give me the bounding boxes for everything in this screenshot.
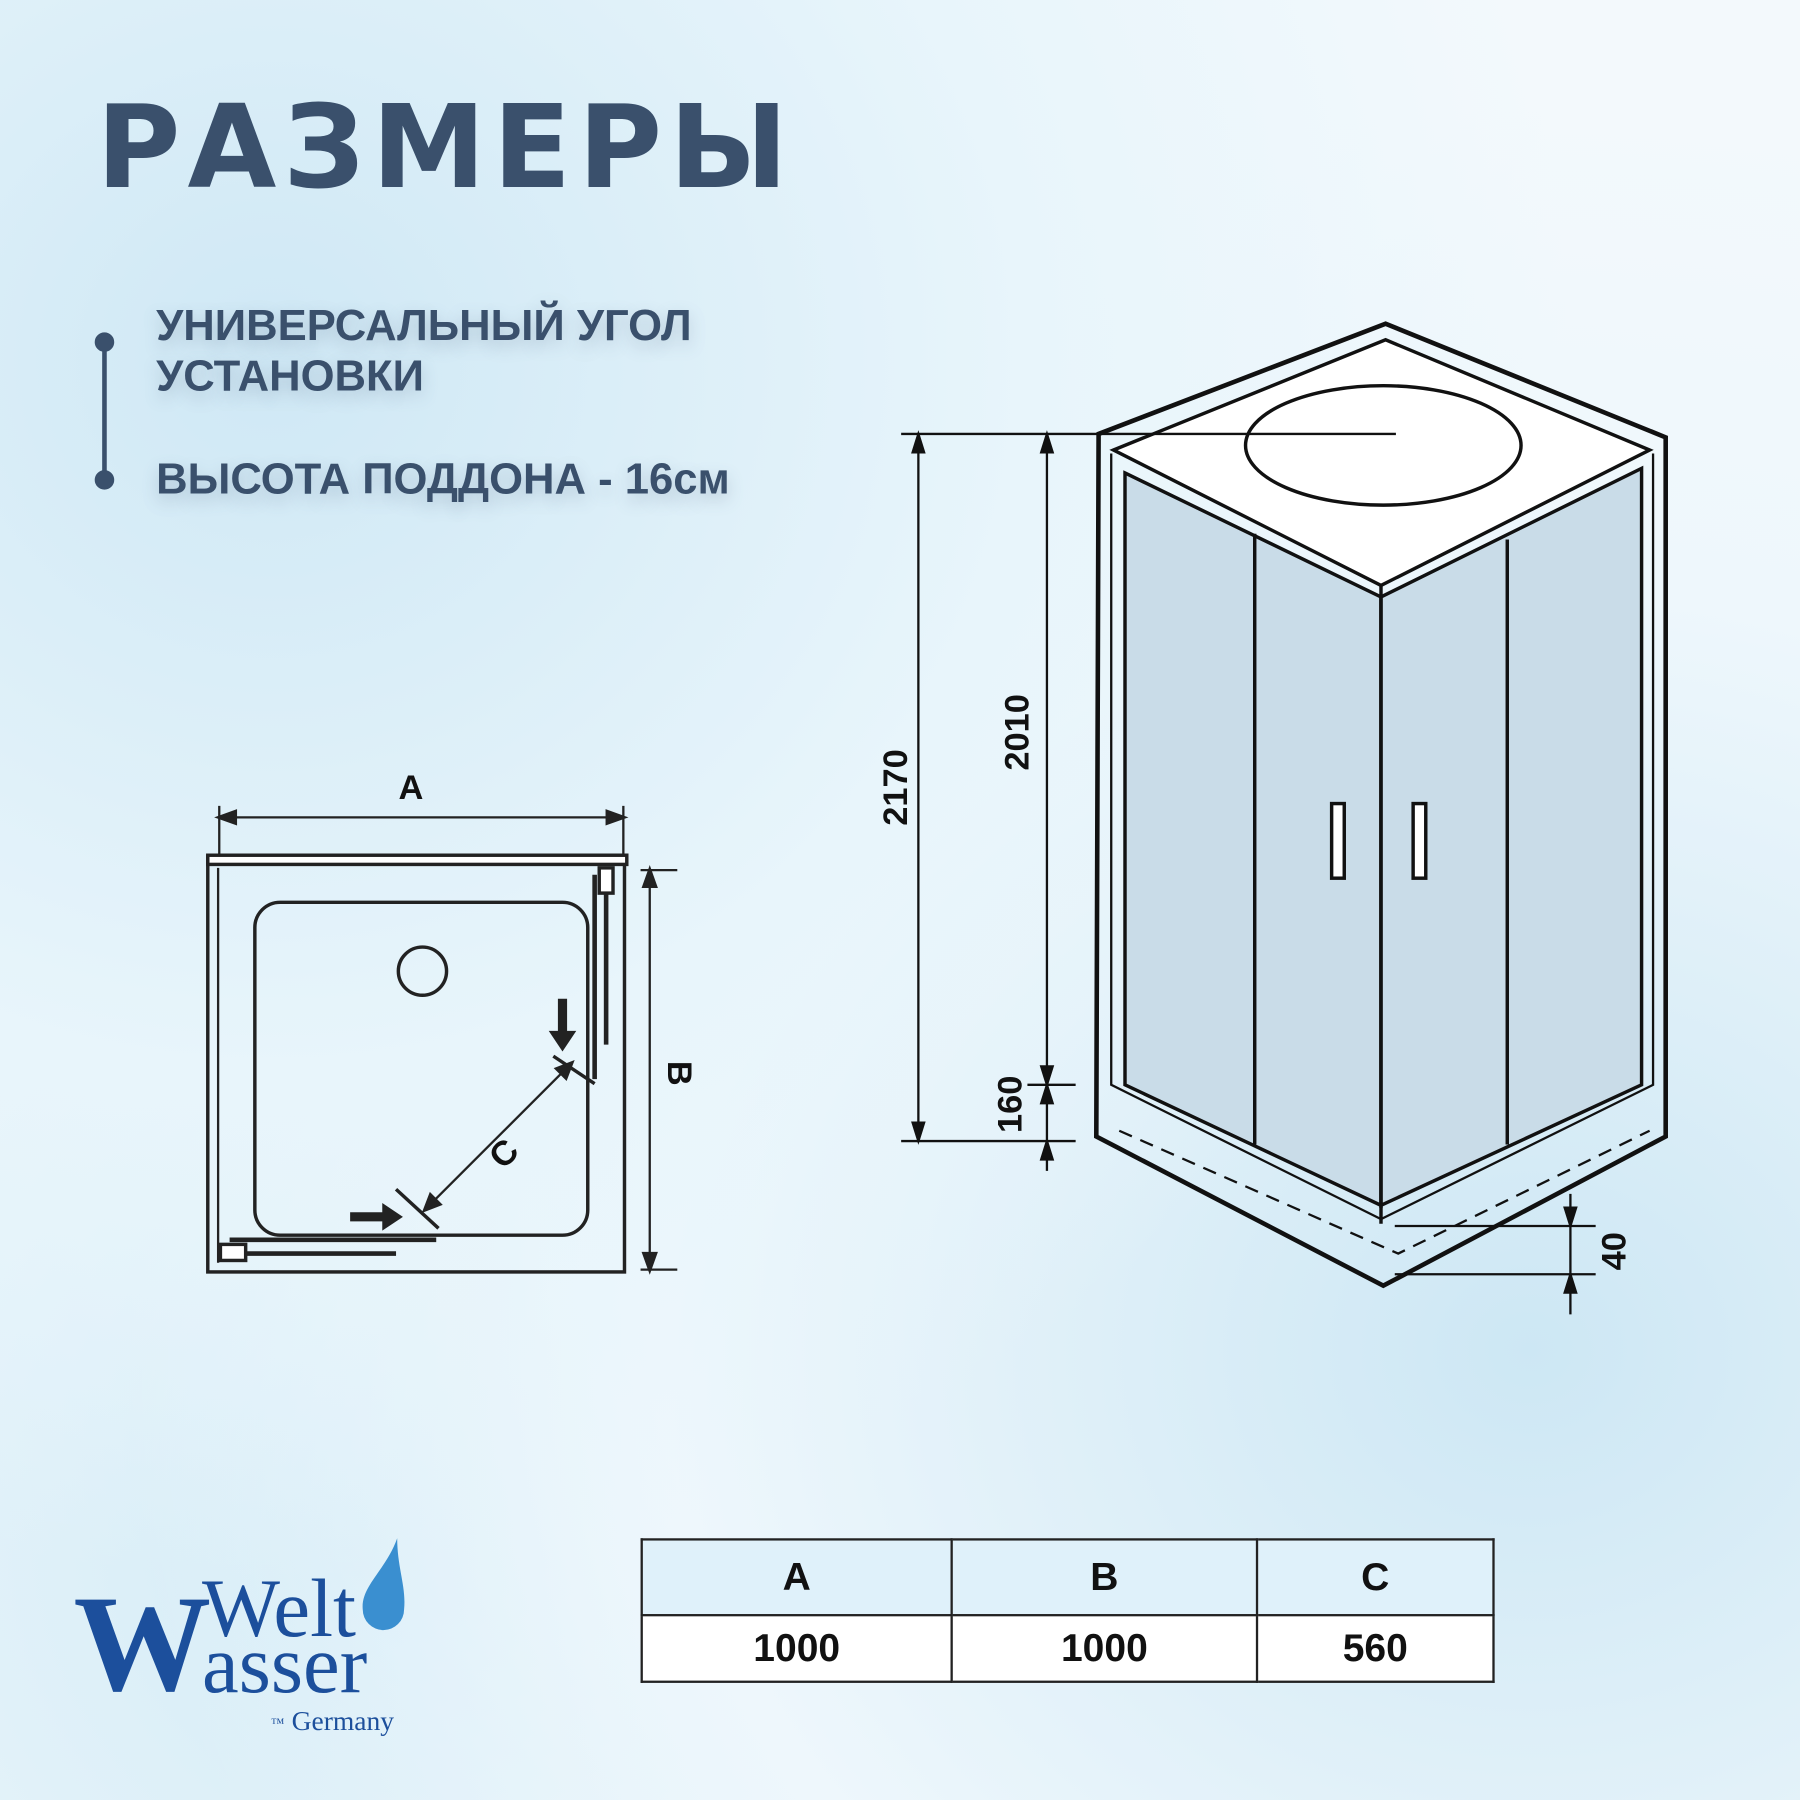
height-tray: 160 bbox=[992, 1076, 1030, 1133]
height-cabin: 2010 bbox=[999, 694, 1037, 771]
feature-tray-height: ВЫСОТА ПОДДОНА - 16см bbox=[156, 455, 730, 504]
timeline-connector bbox=[94, 332, 115, 490]
water-drop-icon bbox=[362, 1538, 405, 1631]
value-b: 1000 bbox=[950, 1614, 1259, 1683]
logo-country: Germany bbox=[292, 1705, 395, 1736]
arrow-down-icon bbox=[548, 998, 577, 1052]
page-title: РАЗМЕРЫ bbox=[96, 80, 795, 215]
value-a: 1000 bbox=[640, 1614, 953, 1683]
header-c: C bbox=[1255, 1538, 1495, 1617]
drain-icon bbox=[396, 945, 449, 998]
header-a: A bbox=[640, 1538, 953, 1617]
header-b: B bbox=[950, 1538, 1259, 1617]
cabin-elevation bbox=[901, 321, 1668, 1315]
label-b: B bbox=[660, 1061, 698, 1086]
feature-line-2: УСТАНОВКИ bbox=[156, 352, 424, 401]
feature-line-1: УНИВЕРСАЛЬНЫЙ УГОЛ bbox=[156, 301, 692, 351]
arrow-right-icon bbox=[350, 1203, 403, 1231]
svg-text:W: W bbox=[73, 1567, 211, 1720]
label-c: C bbox=[482, 1132, 526, 1176]
value-c: 560 bbox=[1255, 1614, 1495, 1683]
height-leg: 40 bbox=[1596, 1232, 1634, 1270]
logo-tm: ™ bbox=[271, 1716, 285, 1731]
logo-welt: Welt bbox=[202, 1562, 356, 1654]
logo-wasser: asser bbox=[202, 1618, 367, 1710]
floor-plan bbox=[206, 805, 678, 1275]
height-total: 2170 bbox=[877, 749, 915, 826]
weltwasser-logo: W Welt asser ™ Germany bbox=[73, 1538, 405, 1736]
label-a: A bbox=[399, 769, 424, 807]
